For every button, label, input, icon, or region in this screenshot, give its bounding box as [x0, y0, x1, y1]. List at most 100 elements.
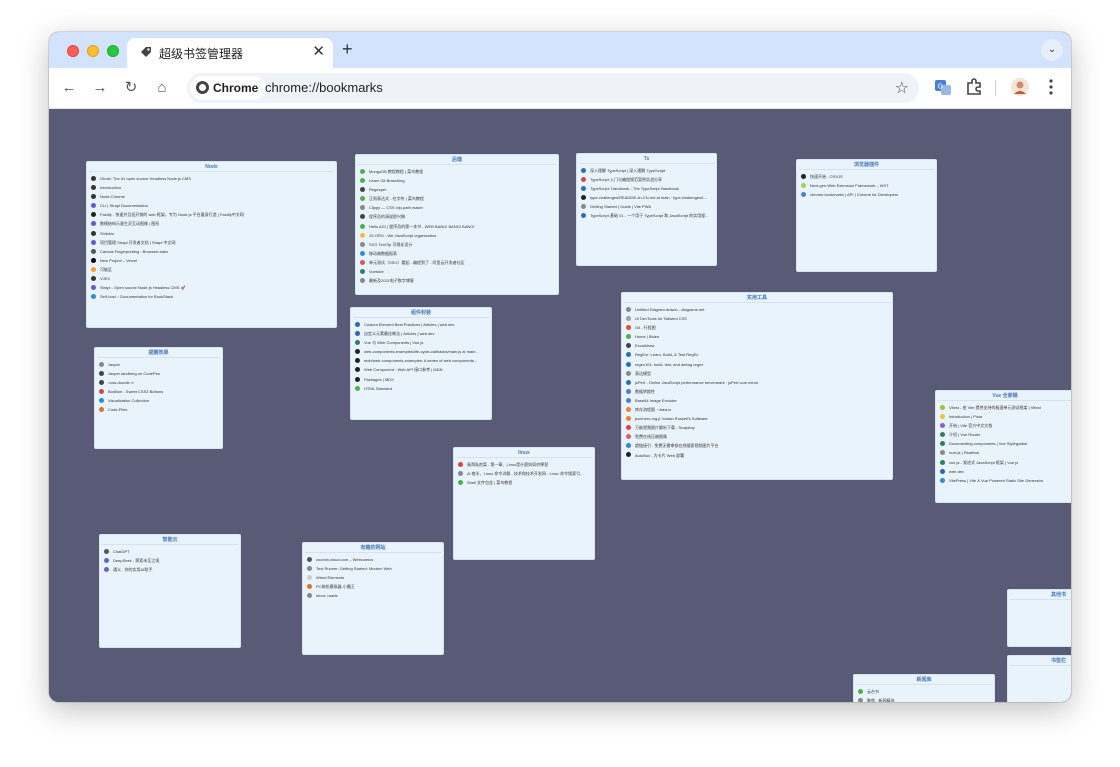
bookmark-link[interactable]: show :roads [307, 591, 439, 600]
bookmark-link[interactable]: type-challenges/README.zh-CN.md at main … [581, 193, 712, 202]
site-info-chip[interactable]: Chrome [190, 76, 267, 100]
extensions-puzzle-icon[interactable] [964, 77, 984, 97]
bookmark-link[interactable]: Untitled Diagram.drawio - diagrams.net [626, 305, 888, 314]
bookmark-link[interactable]: jsPerf - Online JavaScript performance b… [626, 378, 888, 387]
bookmark-link[interactable]: nuxt.js | Realtrick [940, 448, 1070, 457]
bookmark-link[interactable]: 自定义元素最佳做法 | Articles | web.dev [355, 329, 487, 338]
bookmark-link[interactable]: Visualization Collection [99, 396, 218, 405]
bookmark-link[interactable]: Node.Chrome [91, 192, 332, 201]
bookmark-folder-card[interactable]: 组件封装 Custom Element Best Practices | Art… [350, 307, 492, 420]
bookmark-link[interactable]: Regexper [360, 185, 554, 194]
bookmark-link[interactable]: mdn/web-components-examples: A series of… [355, 356, 487, 365]
bookmark-link[interactable]: Clippy — CSS clip-path maker [360, 203, 554, 212]
bookmark-link[interactable]: VitePress | Vite & Vue Powered Static Si… [940, 476, 1070, 485]
bookmark-link[interactable]: VJEX [91, 274, 332, 283]
bookmark-link[interactable]: 通义 - 你的实用AI助手 [104, 565, 236, 574]
bookmark-link[interactable]: New Project – Vercel [91, 256, 332, 265]
reload-button[interactable]: ↻ [124, 79, 138, 96]
bookmark-link[interactable]: vue.js - 渐进式 JavaScript 框架 | Vue.js [940, 458, 1070, 467]
bookmark-link[interactable]: ChatGPT [104, 547, 236, 556]
bookmark-link[interactable]: Hello AGI | 程序员的第一本书 - WEB BANG! BANG! B… [360, 222, 554, 231]
close-tab-icon[interactable]: ✕ [312, 43, 325, 60]
bookmark-link[interactable]: 超链接引 - 免费无需审核在线搜索视频图片平台 [626, 441, 888, 450]
bookmark-link[interactable]: HTML Standard [355, 384, 487, 393]
tab-search-button[interactable]: ⌄ [1041, 39, 1063, 61]
bookmark-link[interactable]: 单元测试（SSO）看起 - 编程到了 - 阿里云开发者社区 [360, 258, 554, 267]
bookmark-link[interactable]: Fastify - 快速并且低开销的 web 框架，专为 Node.js 平台量… [91, 210, 332, 219]
bookmark-link[interactable]: AutoBox - 为卡片 Web 部署 [626, 451, 888, 460]
tab-bookmark-manager[interactable]: 超级书签管理器 ✕ [127, 38, 333, 68]
close-window-button[interactable] [67, 45, 79, 57]
bookmark-link[interactable]: 可能区 [91, 265, 332, 274]
bookmark-link[interactable]: 免费在线压缩图像 [626, 432, 888, 441]
bookmark-link[interactable]: 库存流程图 · draw.io [626, 405, 888, 414]
bookmark-link[interactable]: MongoDB 教程教程 | 菜鸟教程 [360, 167, 554, 176]
bookmark-link[interactable]: 表达模型 [626, 369, 888, 378]
bookmark-link[interactable]: regex101: build, test, and debug regex [626, 360, 888, 369]
bookmark-link[interactable]: Ai 夜半、Linux 命令详解 - 技术和技术开发网 - Linux 命令搜索… [458, 469, 590, 478]
bookmark-link[interactable]: Ghost: The #1 open source Headless Node.… [91, 174, 332, 183]
bookmark-link[interactable]: TypeScript 入门与编程规范案例实战分享 [581, 175, 712, 184]
bookmark-link[interactable]: DeepSeek - 探索未至之境 [104, 556, 236, 565]
bookmark-link[interactable]: Strapi - Open source Node.js Headless CM… [91, 283, 332, 292]
bookmark-link[interactable]: UI DevTools for Tailwind CSS [626, 314, 888, 323]
bookmark-link[interactable]: 介绍 | Vue Router [940, 430, 1070, 439]
bookmark-link[interactable]: Custom Element Best Practices | Articles… [355, 320, 487, 329]
bookmark-link[interactable]: Introduction | Pinia [940, 412, 1070, 421]
bookmark-link[interactable]: TypeScript 基础 01 - 一个用于 TypeScript 和 Jav… [581, 211, 712, 220]
bookmark-link[interactable]: Self-host :: Documentation for BookStack [91, 292, 332, 301]
bookmark-link[interactable]: Jasper landberg on CodePen [99, 369, 218, 378]
bookmark-link[interactable]: Web Component - Web API 接口参考 | MDN [355, 365, 487, 374]
bookmark-link[interactable]: 深入理解 TypeScript | 深入理解 TypeScript [581, 166, 712, 175]
bookmark-link[interactable]: <css-doodle /> [99, 378, 218, 387]
bookmark-link[interactable]: TypeScript: Handbook - The TypeScript Ha… [581, 184, 712, 193]
bookmark-link[interactable]: Shell 文件包含 | 菜鸟教程 [458, 478, 590, 487]
bookmark-link[interactable]: Introduction [91, 183, 332, 192]
bookmark-link[interactable]: 万能视频图片解析下载 - SnapAny [626, 423, 888, 432]
bookmark-link[interactable]: Base64 Image Encoder [626, 396, 888, 405]
bookmark-link[interactable]: Vitest - 由 Vite 提供支持的极速单元测试框架 | Vitest [940, 403, 1070, 412]
bookmark-link[interactable]: CLI | Strapi Documentation [91, 201, 332, 210]
bookmark-link[interactable]: Code-Files [99, 405, 218, 414]
bookmark-link[interactable]: 项目管理 Strapi 开发者文档 | Strapi 中文网 [91, 238, 332, 247]
url-text[interactable]: chrome://bookmarks [265, 80, 383, 95]
bookmark-link[interactable]: 正则表达式 - 在字符 | 菜鸟教程 [360, 194, 554, 203]
bookmark-folder-card[interactable]: 其他书 [1007, 589, 1071, 647]
bookmark-link[interactable]: SVG TextTip 可视化设计 [360, 240, 554, 249]
bookmark-link[interactable]: Git - 行程图 [626, 323, 888, 332]
bookmark-link[interactable]: BonBon - Sweet CSS3 Buttons [99, 387, 218, 396]
bookmark-link[interactable]: chrome.bookmarks | API | Chrome for Deve… [801, 190, 932, 199]
bookmark-link[interactable]: 云台书 [858, 687, 990, 696]
bookmark-folder-card[interactable]: 新闻库 云台书聚焦 · 新闻精选 [853, 674, 995, 702]
bookmark-link[interactable]: Getting Started | Guide | Vite PWA [581, 202, 712, 211]
bookmark-link[interactable]: jsonhero.org.jt Jordan Russell's Softwar… [626, 414, 888, 423]
bookmark-link[interactable]: JS.ORG - We JavaScript organization [360, 231, 554, 240]
chrome-menu-icon[interactable] [1041, 77, 1061, 97]
bookmark-link[interactable]: 鳥哥私房菜 - 第一章、Linux是什麼與如何學習 [458, 460, 590, 469]
bookmark-link[interactable]: zoomin.cloud.com – Webcomics [307, 555, 439, 564]
translate-extension-icon[interactable]: G [933, 77, 953, 97]
bookmark-link[interactable]: 开始 | Vite 官方中文文档 [940, 421, 1070, 430]
bookmark-link[interactable]: Shlinkio [91, 229, 332, 238]
bookmark-link[interactable]: 移动端数据报表 [360, 249, 554, 258]
bookmark-link[interactable]: Learn Git Branching [360, 176, 554, 185]
bookmark-folder-card[interactable]: Vue 全家桶 Vitest - 由 Vite 提供支持的极速单元测试框架 | … [935, 390, 1071, 503]
bookmark-link[interactable]: 最新及2021电子数字博客 [360, 276, 554, 285]
bookmark-link[interactable]: Vuetube [360, 267, 554, 276]
bookmark-link[interactable]: Wired Elements [307, 573, 439, 582]
bookmark-link[interactable]: Home | Biden [626, 332, 888, 341]
bookmark-folder-card[interactable]: Node Ghost: The #1 open source Headless … [86, 161, 337, 328]
bookmark-link[interactable]: Excalidraw [626, 341, 888, 350]
bookmark-link[interactable]: RegExr: Learn, Build, & Test RegEx [626, 350, 888, 359]
bookmark-link[interactable]: Canvas Fingerprinting - BrowserLeaks [91, 247, 332, 256]
bookmark-link[interactable]: 数据转换性 [626, 387, 888, 396]
address-bar[interactable]: Chrome chrome://bookmarks ☆ [187, 73, 919, 103]
bookmark-link[interactable]: Packages | MDX [355, 375, 487, 384]
bookmark-link[interactable]: Jasper [99, 360, 218, 369]
bookmark-link[interactable]: web.dev [940, 467, 1070, 476]
bookmark-star-icon[interactable]: ☆ [894, 80, 909, 97]
